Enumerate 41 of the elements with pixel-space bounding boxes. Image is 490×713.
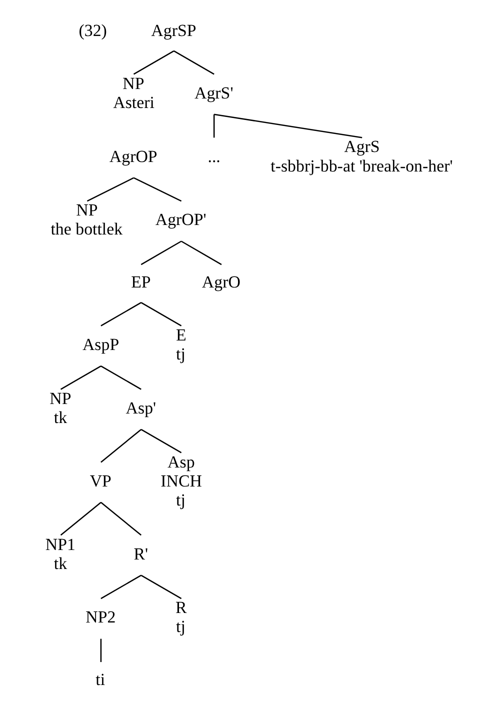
- node-text: Asp': [126, 398, 156, 418]
- node-text: AspP: [82, 334, 120, 354]
- connector: [60, 502, 102, 536]
- node-text: R': [134, 544, 148, 564]
- node-text: NP2: [86, 608, 116, 627]
- connector: [214, 114, 362, 138]
- node-text: ti: [96, 670, 106, 690]
- connector: [86, 177, 134, 202]
- connector: [100, 502, 142, 536]
- node-text: ...: [208, 146, 220, 166]
- connector: [100, 574, 142, 600]
- node-text: AgrO: [202, 272, 240, 292]
- label: (32): [78, 20, 107, 40]
- connector: [213, 114, 215, 138]
- connector: [100, 302, 142, 326]
- connector: [133, 50, 174, 75]
- node-text: EP: [131, 272, 151, 292]
- connector: [100, 428, 142, 463]
- connector: [180, 240, 222, 266]
- connector: [140, 302, 182, 326]
- node-text: VP: [90, 471, 112, 490]
- connector: [174, 50, 214, 75]
- node-text: AgrS': [194, 83, 234, 102]
- connector: [140, 240, 182, 266]
- node-text: NP the bottlek: [50, 200, 123, 239]
- node-text: NP1 tk: [45, 534, 76, 573]
- connector: [140, 574, 182, 600]
- connector: [140, 428, 182, 454]
- node-text: AgrOP': [155, 210, 206, 230]
- node-text: E tj: [176, 325, 186, 364]
- node-text: AgrOP: [109, 146, 158, 166]
- node-text: R tj: [175, 598, 187, 636]
- node-text: NP tk: [50, 388, 72, 427]
- connector: [100, 638, 102, 662]
- connector: [60, 365, 102, 390]
- node-text: NP Asteri: [113, 74, 154, 112]
- node-text: AgrSP: [151, 20, 196, 40]
- node-text: AgrS t-sbbrj-bb-at 'break-on-her': [270, 137, 453, 176]
- connector: [133, 177, 182, 202]
- node-text: Asp INCH tj: [160, 452, 202, 510]
- connector: [100, 365, 142, 390]
